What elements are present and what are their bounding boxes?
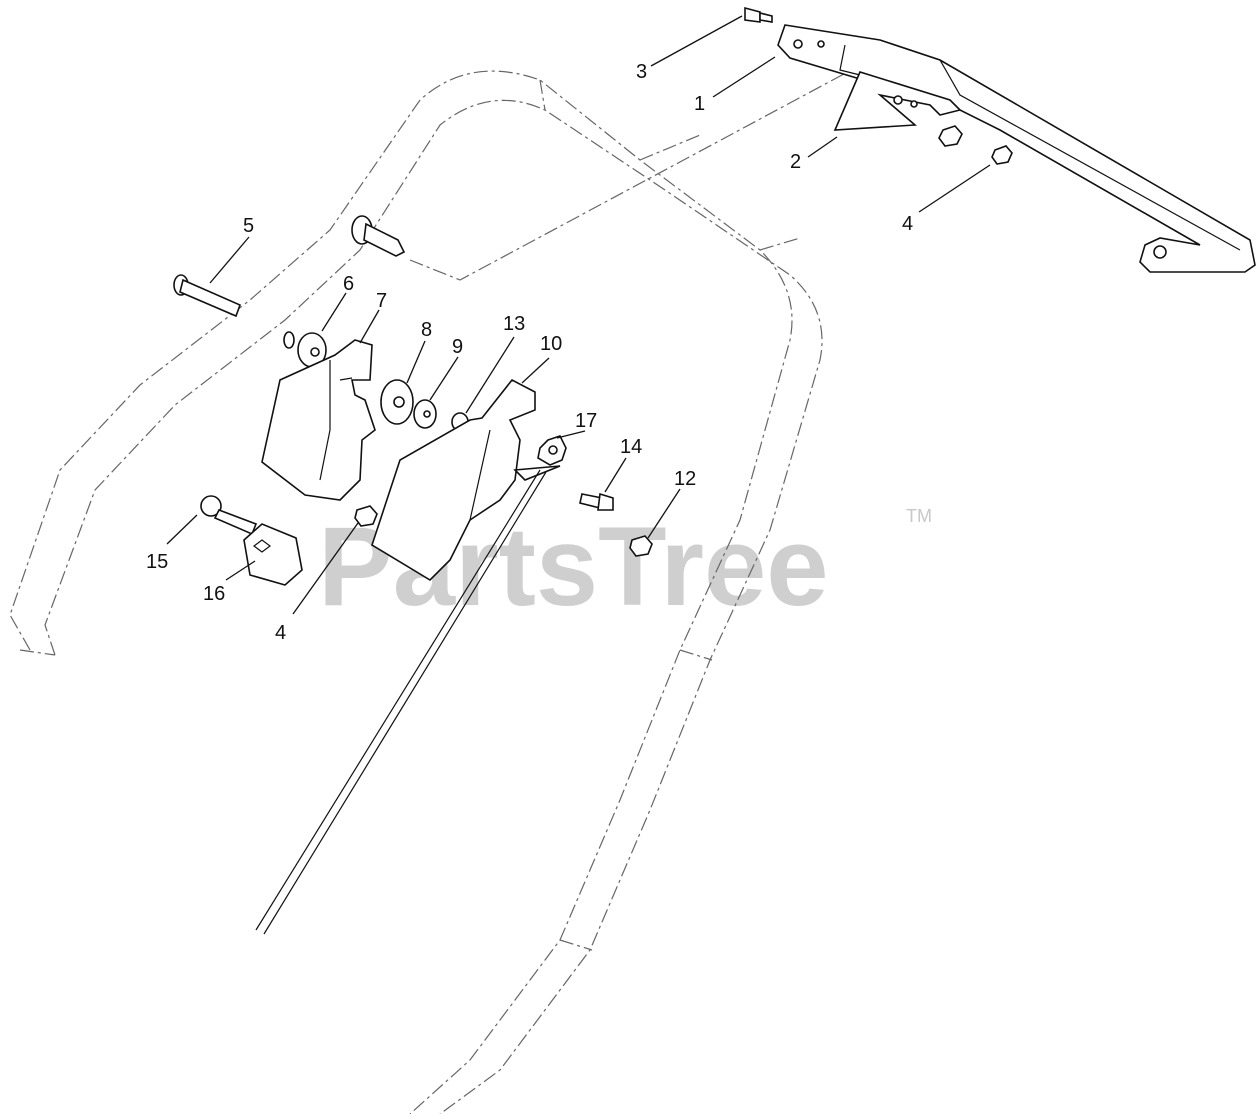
control-bracket-part-10 xyxy=(371,378,536,582)
callout-4-upper: 4 xyxy=(902,213,913,235)
callout-7: 7 xyxy=(376,290,387,312)
callout-16: 16 xyxy=(203,583,225,605)
callout-3: 3 xyxy=(636,61,647,83)
callout-17: 17 xyxy=(575,410,597,432)
lever-part-15 xyxy=(200,495,258,536)
bracket-part-7 xyxy=(261,339,376,501)
pulley-part-8 xyxy=(380,379,414,425)
knob-part-16 xyxy=(243,523,303,586)
callout-8: 8 xyxy=(421,319,432,341)
frame-bolt xyxy=(351,215,406,257)
callout-14: 14 xyxy=(620,436,642,458)
callout-9: 9 xyxy=(452,336,463,358)
handle-frame-phantom xyxy=(9,59,871,1114)
callout-1: 1 xyxy=(694,93,705,115)
link-part-17 xyxy=(513,435,567,481)
washer-part-9 xyxy=(413,399,437,429)
nut-upper xyxy=(938,125,1013,165)
upper-handle-bar xyxy=(777,24,1256,273)
leader-lines xyxy=(166,15,991,615)
nut-lower xyxy=(354,505,378,527)
mount-plate xyxy=(833,71,962,131)
control-cable xyxy=(255,469,547,935)
bolt-part-3 xyxy=(744,6,773,23)
nut-part-12 xyxy=(629,535,653,557)
callout-10: 10 xyxy=(540,333,562,355)
callout-labels: 3 1 2 4 5 6 7 8 9 13 10 17 14 12 15 16 4 xyxy=(146,61,913,644)
callout-2: 2 xyxy=(790,151,801,173)
callout-12: 12 xyxy=(674,468,696,490)
callout-15: 15 xyxy=(146,551,168,573)
callout-5: 5 xyxy=(243,215,254,237)
bolt-part-14 xyxy=(579,492,614,511)
callout-13: 13 xyxy=(503,313,525,335)
callout-4-lower: 4 xyxy=(275,622,286,644)
trademark-mark: TM xyxy=(906,506,932,526)
spacer-part-6 xyxy=(283,331,327,368)
pin-part-5 xyxy=(173,274,242,318)
callout-6: 6 xyxy=(343,273,354,295)
